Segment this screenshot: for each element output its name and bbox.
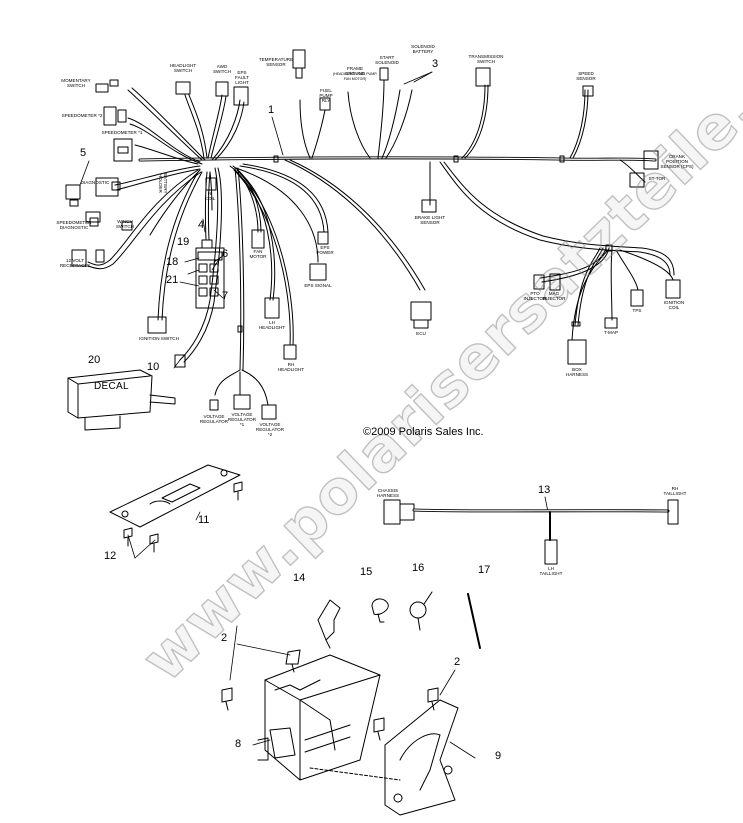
label-winch-switch: WINCH SWITCH [115,219,135,230]
label-rh-taillight: RH TAILLIGHT [663,486,687,497]
callout-15: 15 [360,566,373,578]
decal-text: DECAL [94,381,129,392]
label-ignition-coil: IGNITION COIL [663,300,685,311]
callout-19: 19 [177,236,190,248]
copyright-notice: ©2009 Polaris Sales Inc. [363,426,484,438]
bracket [384,699,459,816]
label-temperature-sensor: TEMPERATURE SENSOR [258,57,294,68]
callout-16: 16 [412,562,425,574]
label-12-volt-receptacle: 12 VOLT RECEPTACLE [59,258,91,269]
label-lh-taillight: LH TAILLIGHT [539,566,563,577]
callout-18: 18 [166,256,179,268]
harness-clips [237,155,613,333]
callout-12: 12 [104,550,117,562]
callout-13: 13 [538,484,551,496]
label-fuel-pump: FUEL PUMP RLY [319,88,333,104]
label-transmission-switch: TRANSMISSION SWITCH [468,54,504,65]
label-frame-ground-sub: (HEADLIGHT, FUEL PUMP, FAN MOTOR) [332,72,378,82]
callout-14: 14 [293,572,306,584]
label-fan-motor: FAN MOTOR [249,249,267,260]
label-diagnostic: DIAGNOSTIC [80,180,110,185]
label-awd-switch: AWD SWITCH [212,64,232,75]
callout-2b: 2 [454,656,461,668]
callout-4: 4 [198,219,205,231]
label-speedometer-1: SPEEDOMETER *1 [101,130,143,135]
label-chassis-harness: CHASSIS HARNESS [376,488,400,499]
label-box-harness: BOX HARNESS [565,367,589,378]
callout-20: 20 [88,354,101,366]
label-speed-sensor: SPEED SENSOR [576,71,596,82]
label-speedometer-2: SPEEDOMETER *2 [61,113,103,118]
label-eps-fault-light: EPS FAULT LIGHT [235,70,249,86]
harness-branches [87,79,675,406]
callout-2: 2 [221,632,228,644]
label-rh-headlight: RH HEADLIGHT [277,362,305,373]
label-headlight-switch: HEADLIGHT SWITCH [169,63,197,74]
label-eps-signal: EPS SIGNAL [304,283,332,288]
label-ignition-switch: IGNITION SWITCH [139,336,179,341]
fasteners [317,591,481,649]
callout-8: 8 [235,738,242,750]
decal-box [67,369,176,431]
label-voltage-regulator-2: VOLTAGE REGULATOR *2 [255,422,285,438]
callout-9: 9 [495,750,502,762]
fuse-box [257,654,401,781]
main-harness [138,156,657,162]
label-frame-ground: FRAME GROUND [344,66,366,77]
screws [221,649,439,741]
label-stator: ST-TOR [648,176,666,181]
label-hi-coil: HI COIL [204,191,216,202]
label-mag-injector: MAG INJECTOR [542,291,566,302]
callout-10: 10 [147,361,160,373]
label-speedometer-diagnostic: SPEEDOMETER DIAGNOSTIC [56,220,92,231]
label-momentary-switch: MOMENTARY SWITCH [61,78,91,89]
taillight-harness [383,499,679,565]
callout-11: 11 [198,514,210,526]
connectors [65,49,681,420]
label-tps: TPS [632,308,642,313]
callout-3: 3 [432,58,439,70]
callout-7: 7 [222,290,229,302]
callout-17: 17 [478,564,491,576]
label-battery-holder: BATTERY HOLDER [158,172,169,194]
label-voltage-regulator-1: VOLTAGE REGULATOR *1 [227,412,257,428]
callout-5: 5 [80,147,87,159]
bolts [123,481,243,553]
label-start-solenoid: START SOLENOID [375,55,399,66]
label-ecu: ECU [416,331,426,336]
label-voltage-regulator: VOLTAGE REGULATOR [199,414,229,425]
callout-21: 21 [166,274,179,286]
callout-1: 1 [268,104,275,116]
label-crank-position-sensor: CRANK POSITION SENSOR (CPS) [660,154,694,170]
label-eps-power: EPS POWER [316,245,334,256]
mounting-plate [109,464,241,528]
label-tmap: T-MAP [603,330,619,335]
label-solenoid-battery: SOLENOID BATTERY [411,44,435,55]
callout-6: 6 [222,248,229,260]
label-lh-headlight: LH HEADLIGHT [258,320,286,331]
label-pto-injector: PTO INJECTOR [523,291,547,302]
label-brake-light-sensor: BRAKE LIGHT SENSOR [414,215,446,226]
callout-leaders [79,71,549,759]
